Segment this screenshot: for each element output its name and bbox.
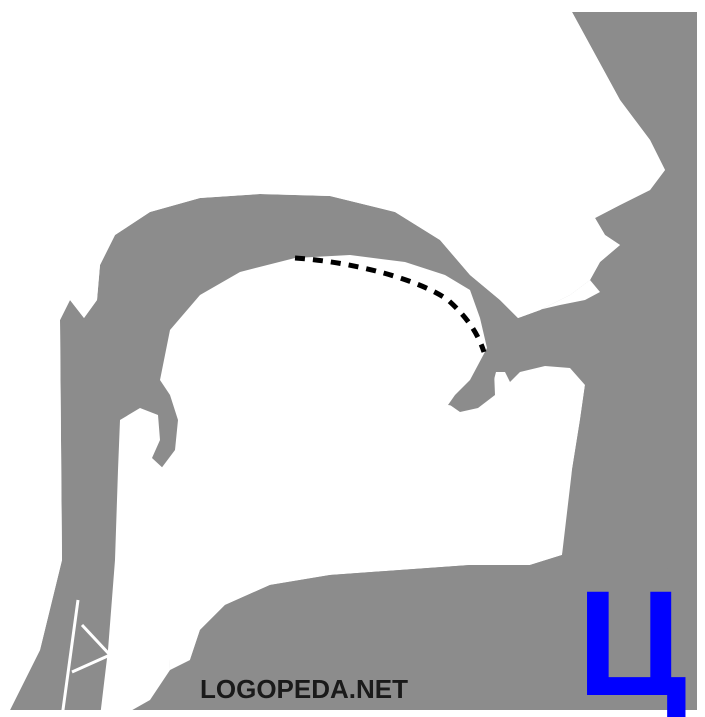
- letter-label: Ц: [577, 559, 687, 717]
- watermark-text: LOGOPEDA.NET: [200, 674, 408, 704]
